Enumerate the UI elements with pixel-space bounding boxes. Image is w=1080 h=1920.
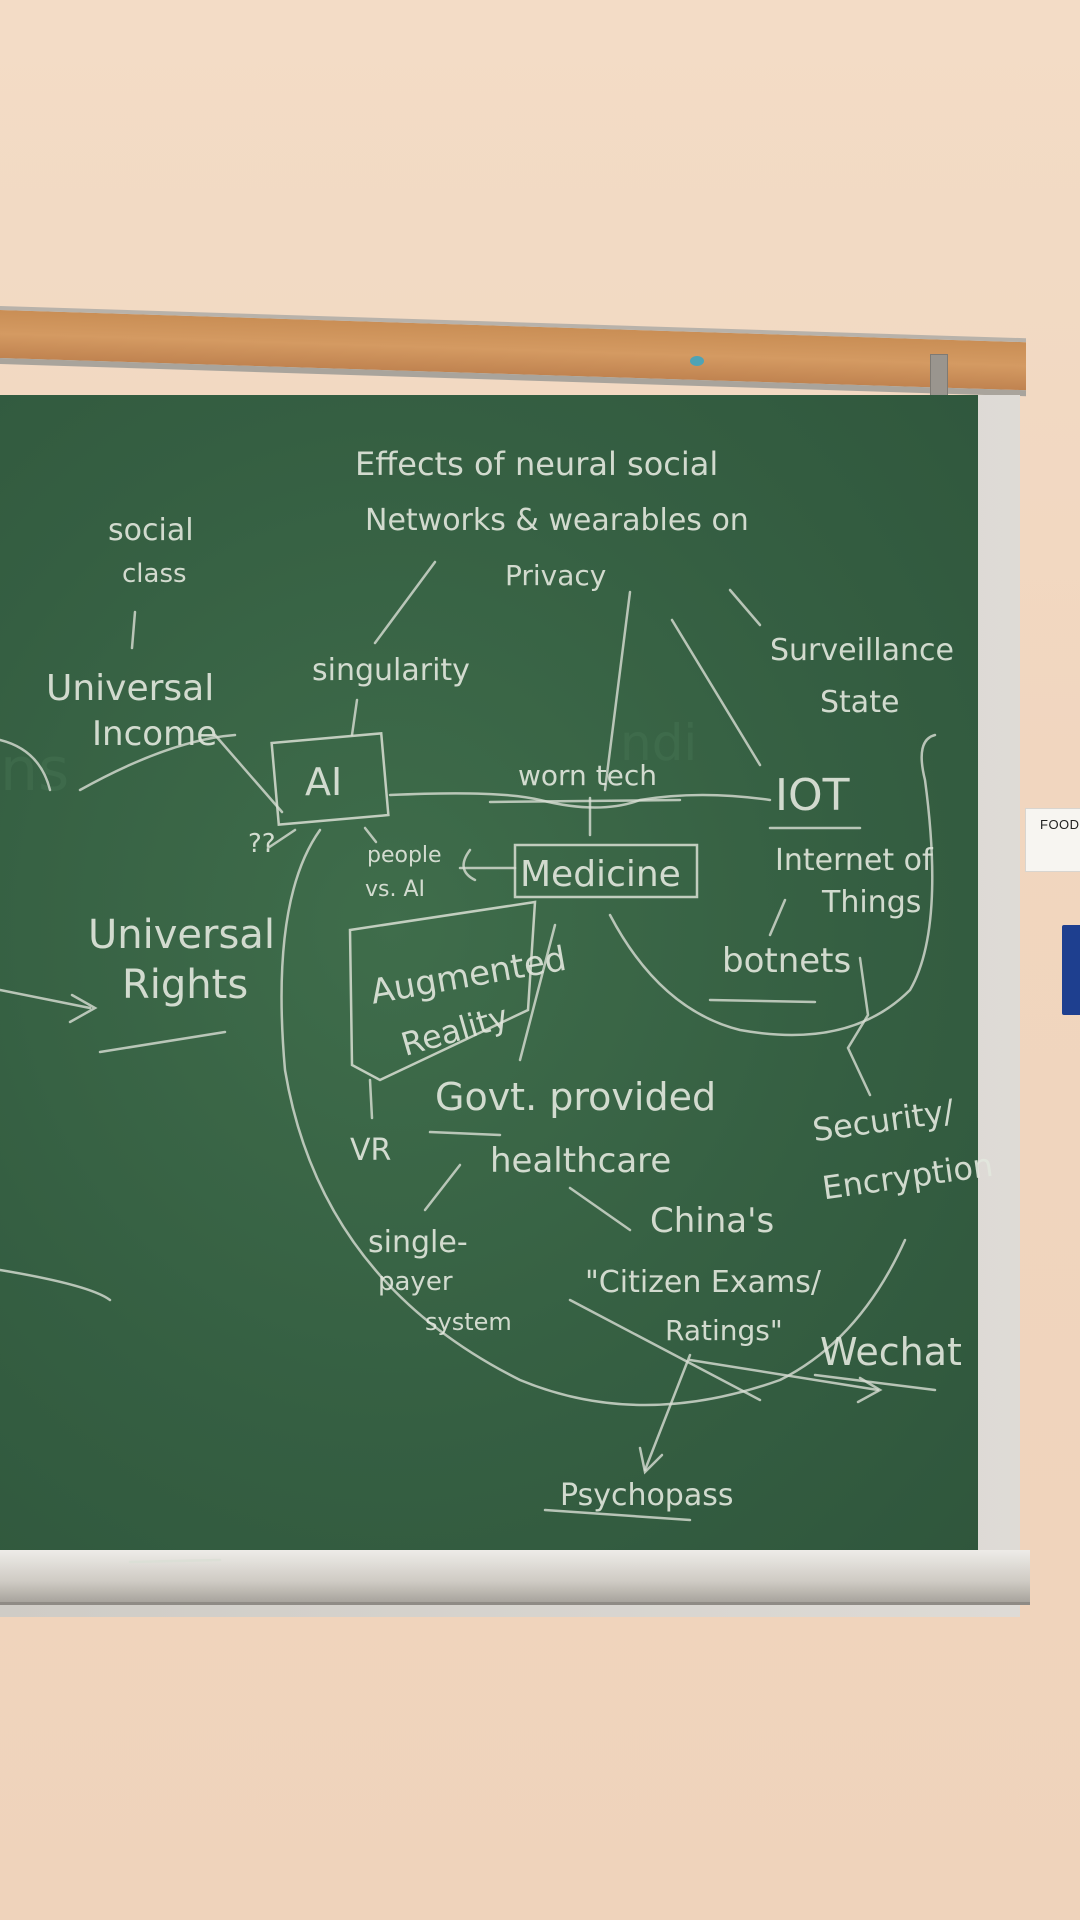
iot-label: IOT [775, 770, 850, 821]
universal-rights-line-2: Rights [122, 962, 248, 1008]
wechat-label: Wechat [820, 1330, 962, 1374]
chinas-label: China's [650, 1201, 774, 1241]
augmented-reality-box [348, 900, 537, 1082]
payer-label: payer [378, 1267, 453, 1297]
connector-line [603, 590, 632, 792]
underline [428, 1130, 502, 1137]
connector-line [518, 923, 557, 1062]
singularity-label: singularity [312, 653, 470, 688]
psychopass-label: Psychopass [560, 1478, 734, 1513]
ai-box [270, 732, 390, 826]
privacy-label: Privacy [505, 559, 606, 592]
arrow-line [266, 828, 297, 850]
connector-line [350, 698, 359, 737]
underline [813, 1373, 937, 1392]
ai-label: AI [305, 760, 342, 804]
connector-line [568, 1186, 632, 1232]
connector-line [462, 848, 477, 882]
arrow-head [638, 1446, 664, 1475]
system-label: system [425, 1308, 512, 1336]
underline [543, 1508, 692, 1522]
security-label: Security/ [810, 1092, 956, 1149]
single-label: single- [368, 1225, 468, 1260]
universal-income-line-2: Income [92, 714, 217, 754]
augmented-label: Augmented [368, 939, 570, 1013]
connector-line [368, 1078, 374, 1120]
arrow-line [688, 1358, 880, 1392]
botnets-label: botnets [722, 941, 851, 981]
vs-ai-label: vs. AI [365, 877, 425, 902]
class-label: class [122, 559, 187, 589]
surveillance-line-2: State [820, 685, 899, 720]
arrow-line [643, 1353, 692, 1472]
medicine-box [513, 843, 699, 899]
things-label: Things [821, 885, 921, 920]
chalkboard [0, 395, 978, 1575]
arrow-line [0, 988, 92, 1010]
connector-line [373, 560, 437, 645]
connector-line [768, 898, 787, 937]
underline [488, 798, 682, 804]
people-label: people [367, 843, 442, 868]
wall-note-label: FOOD [1040, 817, 1080, 832]
vr-label: VR [350, 1133, 391, 1168]
arrow-line [568, 1298, 762, 1402]
erased-mark: ns [0, 735, 69, 805]
erased-mark: ndi [620, 714, 697, 772]
surveillance-line-1: Surveillance [770, 633, 954, 668]
partial-arc [0, 738, 52, 792]
connector-line [846, 956, 872, 1097]
ratings-label: Ratings" [665, 1314, 783, 1347]
wall-blue-card [1062, 925, 1080, 1015]
universal-rights-line-1: Universal [88, 912, 275, 958]
chalk-tray [0, 1550, 1030, 1605]
connector-line [78, 733, 237, 792]
medicine-label: Medicine [520, 854, 681, 895]
question-marks: ?? [248, 829, 276, 859]
connector-line [728, 588, 762, 627]
title-line-1: Effects of neural social [355, 445, 718, 483]
chalk-mark [128, 1558, 222, 1564]
chalkboard-frame [0, 395, 1020, 1617]
social-label: social [108, 513, 194, 548]
encryption-label: Encryption [820, 1146, 995, 1208]
connector-line [363, 826, 378, 844]
internet-of-label: Internet of [775, 843, 934, 878]
title-line-2: Networks & wearables on [365, 503, 749, 538]
reality-label: Reality [397, 997, 513, 1064]
connector-line [423, 1163, 462, 1212]
wall-paper-note: FOOD [1025, 808, 1080, 872]
connector-line [130, 610, 137, 650]
govt-provided-label: Govt. provided [435, 1075, 716, 1119]
worn-tech-label: worn tech [518, 759, 657, 792]
partial-arc [0, 1268, 112, 1302]
universal-income-line-1: Universal [46, 668, 214, 709]
arrow-head [68, 993, 98, 1024]
connector-line [670, 618, 762, 767]
connector-line [213, 733, 284, 814]
citizen-exams-label: "Citizen Exams/ [585, 1265, 822, 1300]
loop-line [280, 828, 907, 1407]
underline [708, 998, 817, 1004]
loop-line [608, 733, 937, 1037]
healthcare-label: healthcare [490, 1141, 671, 1181]
push-pin [690, 356, 704, 366]
underline [98, 1030, 227, 1054]
